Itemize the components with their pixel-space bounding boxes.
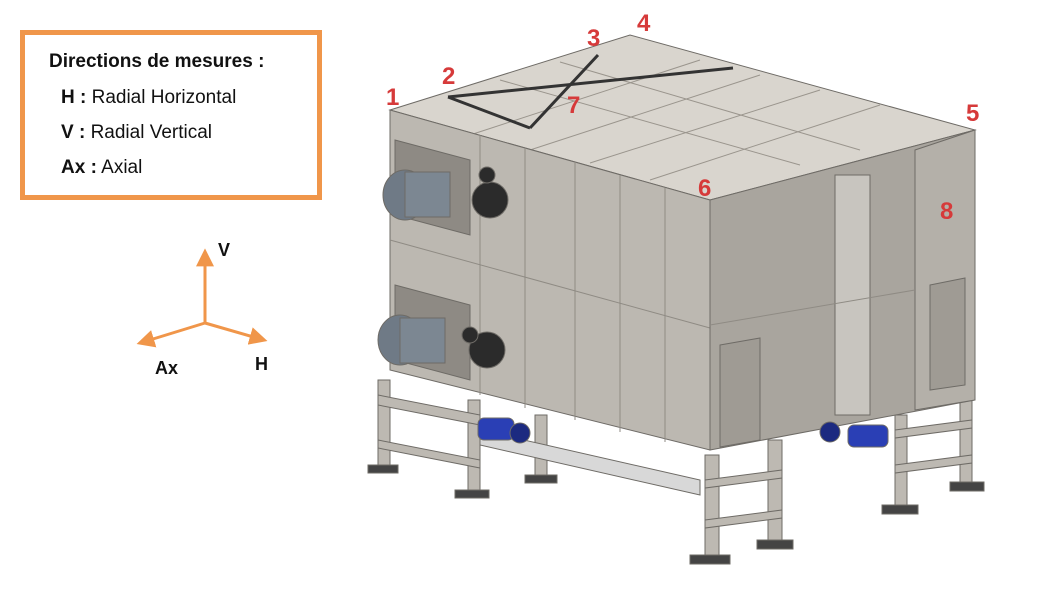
motor-upper bbox=[382, 139, 509, 236]
legend-box: Directions de mesures : H : Radial Horiz… bbox=[20, 30, 322, 200]
legend-text: Axial bbox=[101, 157, 143, 178]
point-number: 5 bbox=[966, 100, 980, 127]
point-number: 3 bbox=[587, 25, 601, 52]
vertical-duct bbox=[834, 174, 871, 416]
bottom-pipe bbox=[479, 429, 701, 496]
point-number: 8 bbox=[940, 198, 954, 225]
legend-key: Ax : bbox=[61, 157, 97, 178]
ax-axis-arrow bbox=[136, 321, 206, 348]
pump-left bbox=[477, 417, 531, 444]
motor-lower bbox=[377, 284, 506, 381]
support-frame bbox=[367, 379, 985, 565]
axis-label-ax: Ax bbox=[155, 358, 179, 378]
machine-illustration bbox=[367, 34, 985, 565]
point-number: 1 bbox=[386, 84, 400, 111]
module-door bbox=[929, 277, 966, 391]
roof-cross-bracing bbox=[447, 53, 734, 130]
axis-label-h: H bbox=[255, 354, 268, 374]
roof-panel-lines bbox=[469, 59, 881, 181]
axis-indicator bbox=[136, 248, 268, 348]
legend-text: Radial Horizontal bbox=[91, 87, 237, 108]
pump-right bbox=[819, 421, 889, 448]
legend-key: H : bbox=[61, 87, 87, 108]
point-number: 7 bbox=[567, 92, 581, 119]
legend-title: Directions de mesures : bbox=[49, 51, 265, 72]
point-number: 6 bbox=[698, 175, 712, 202]
legend-row-v: V : Radial Vertical bbox=[61, 122, 212, 144]
legend-row-ax: Ax : Axial bbox=[61, 157, 142, 179]
axis-label-v: V bbox=[218, 240, 231, 260]
point-number: 2 bbox=[442, 63, 456, 90]
legend-text: Radial Vertical bbox=[90, 122, 213, 143]
legend-key: V : bbox=[61, 122, 86, 143]
point-number: 4 bbox=[637, 10, 651, 37]
h-axis-arrow bbox=[204, 321, 268, 345]
legend-row-h: H : Radial Horizontal bbox=[61, 87, 236, 109]
side-door bbox=[719, 337, 761, 448]
